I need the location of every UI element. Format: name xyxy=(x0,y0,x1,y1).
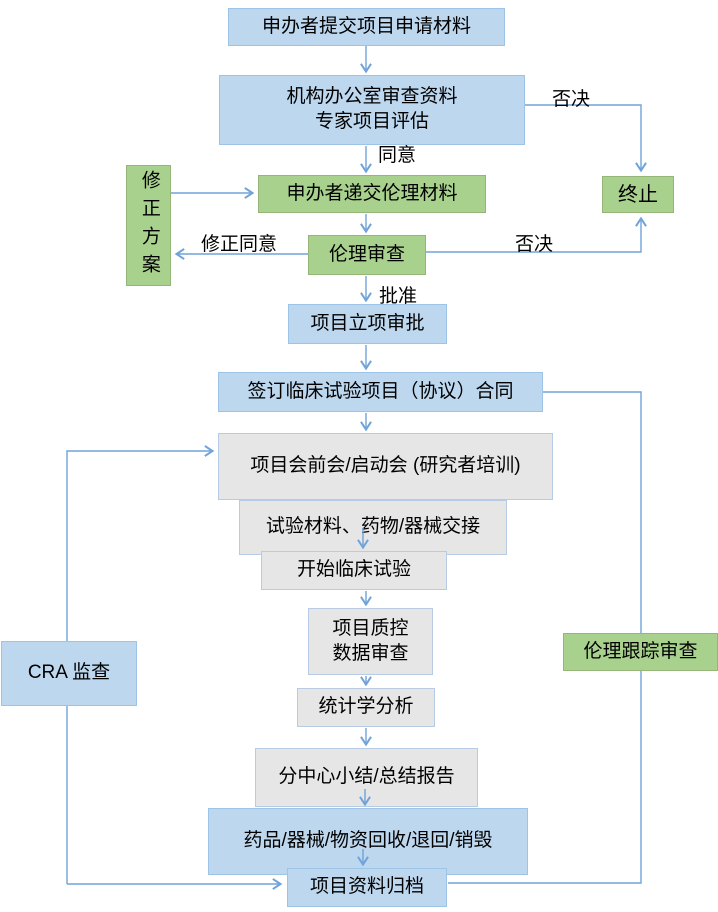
node-ethics-review: 伦理审查 xyxy=(308,235,426,275)
node-archive: 项目资料归档 xyxy=(287,868,447,907)
node-cra-monitor: CRA 监查 xyxy=(1,641,137,706)
node-sign-contract: 签订临床试验项目（协议）合同 xyxy=(218,372,543,412)
node-statistical-analysis: 统计学分析 xyxy=(297,688,435,727)
edge-label-approve: 批准 xyxy=(379,286,418,307)
node-submit-ethics: 申办者递交伦理材料 xyxy=(258,175,486,213)
node-material-handover: 试验材料、药物/器械交接 xyxy=(239,500,507,555)
node-material-return: 药品/器械/物资回收/退回/销毁 xyxy=(208,808,528,875)
node-office-review: 机构办公室审查资料 专家项目评估 xyxy=(219,75,525,145)
edge-label-agree: 同意 xyxy=(378,145,417,166)
node-revise-plan: 修正方案 xyxy=(126,165,171,286)
node-terminate: 终止 xyxy=(602,176,674,213)
edge-label-reject-mid: 否决 xyxy=(515,234,554,255)
node-summary-report: 分中心小结/总结报告 xyxy=(255,748,478,807)
node-project-approval: 项目立项审批 xyxy=(288,304,447,344)
node-quality-control: 项目质控 数据审查 xyxy=(308,608,433,675)
node-kickoff-meeting: 项目会前会/启动会 (研究者培训) xyxy=(218,433,553,500)
node-submit-application: 申办者提交项目申请材料 xyxy=(228,8,505,46)
node-start-trial: 开始临床试验 xyxy=(261,551,447,590)
edge-label-revise-agree: 修正同意 xyxy=(201,234,278,255)
node-ethics-follow-review: 伦理跟踪审查 xyxy=(563,633,718,671)
edge-label-reject-top: 否决 xyxy=(552,89,591,110)
edge-office-reject-to-terminate xyxy=(525,104,647,173)
